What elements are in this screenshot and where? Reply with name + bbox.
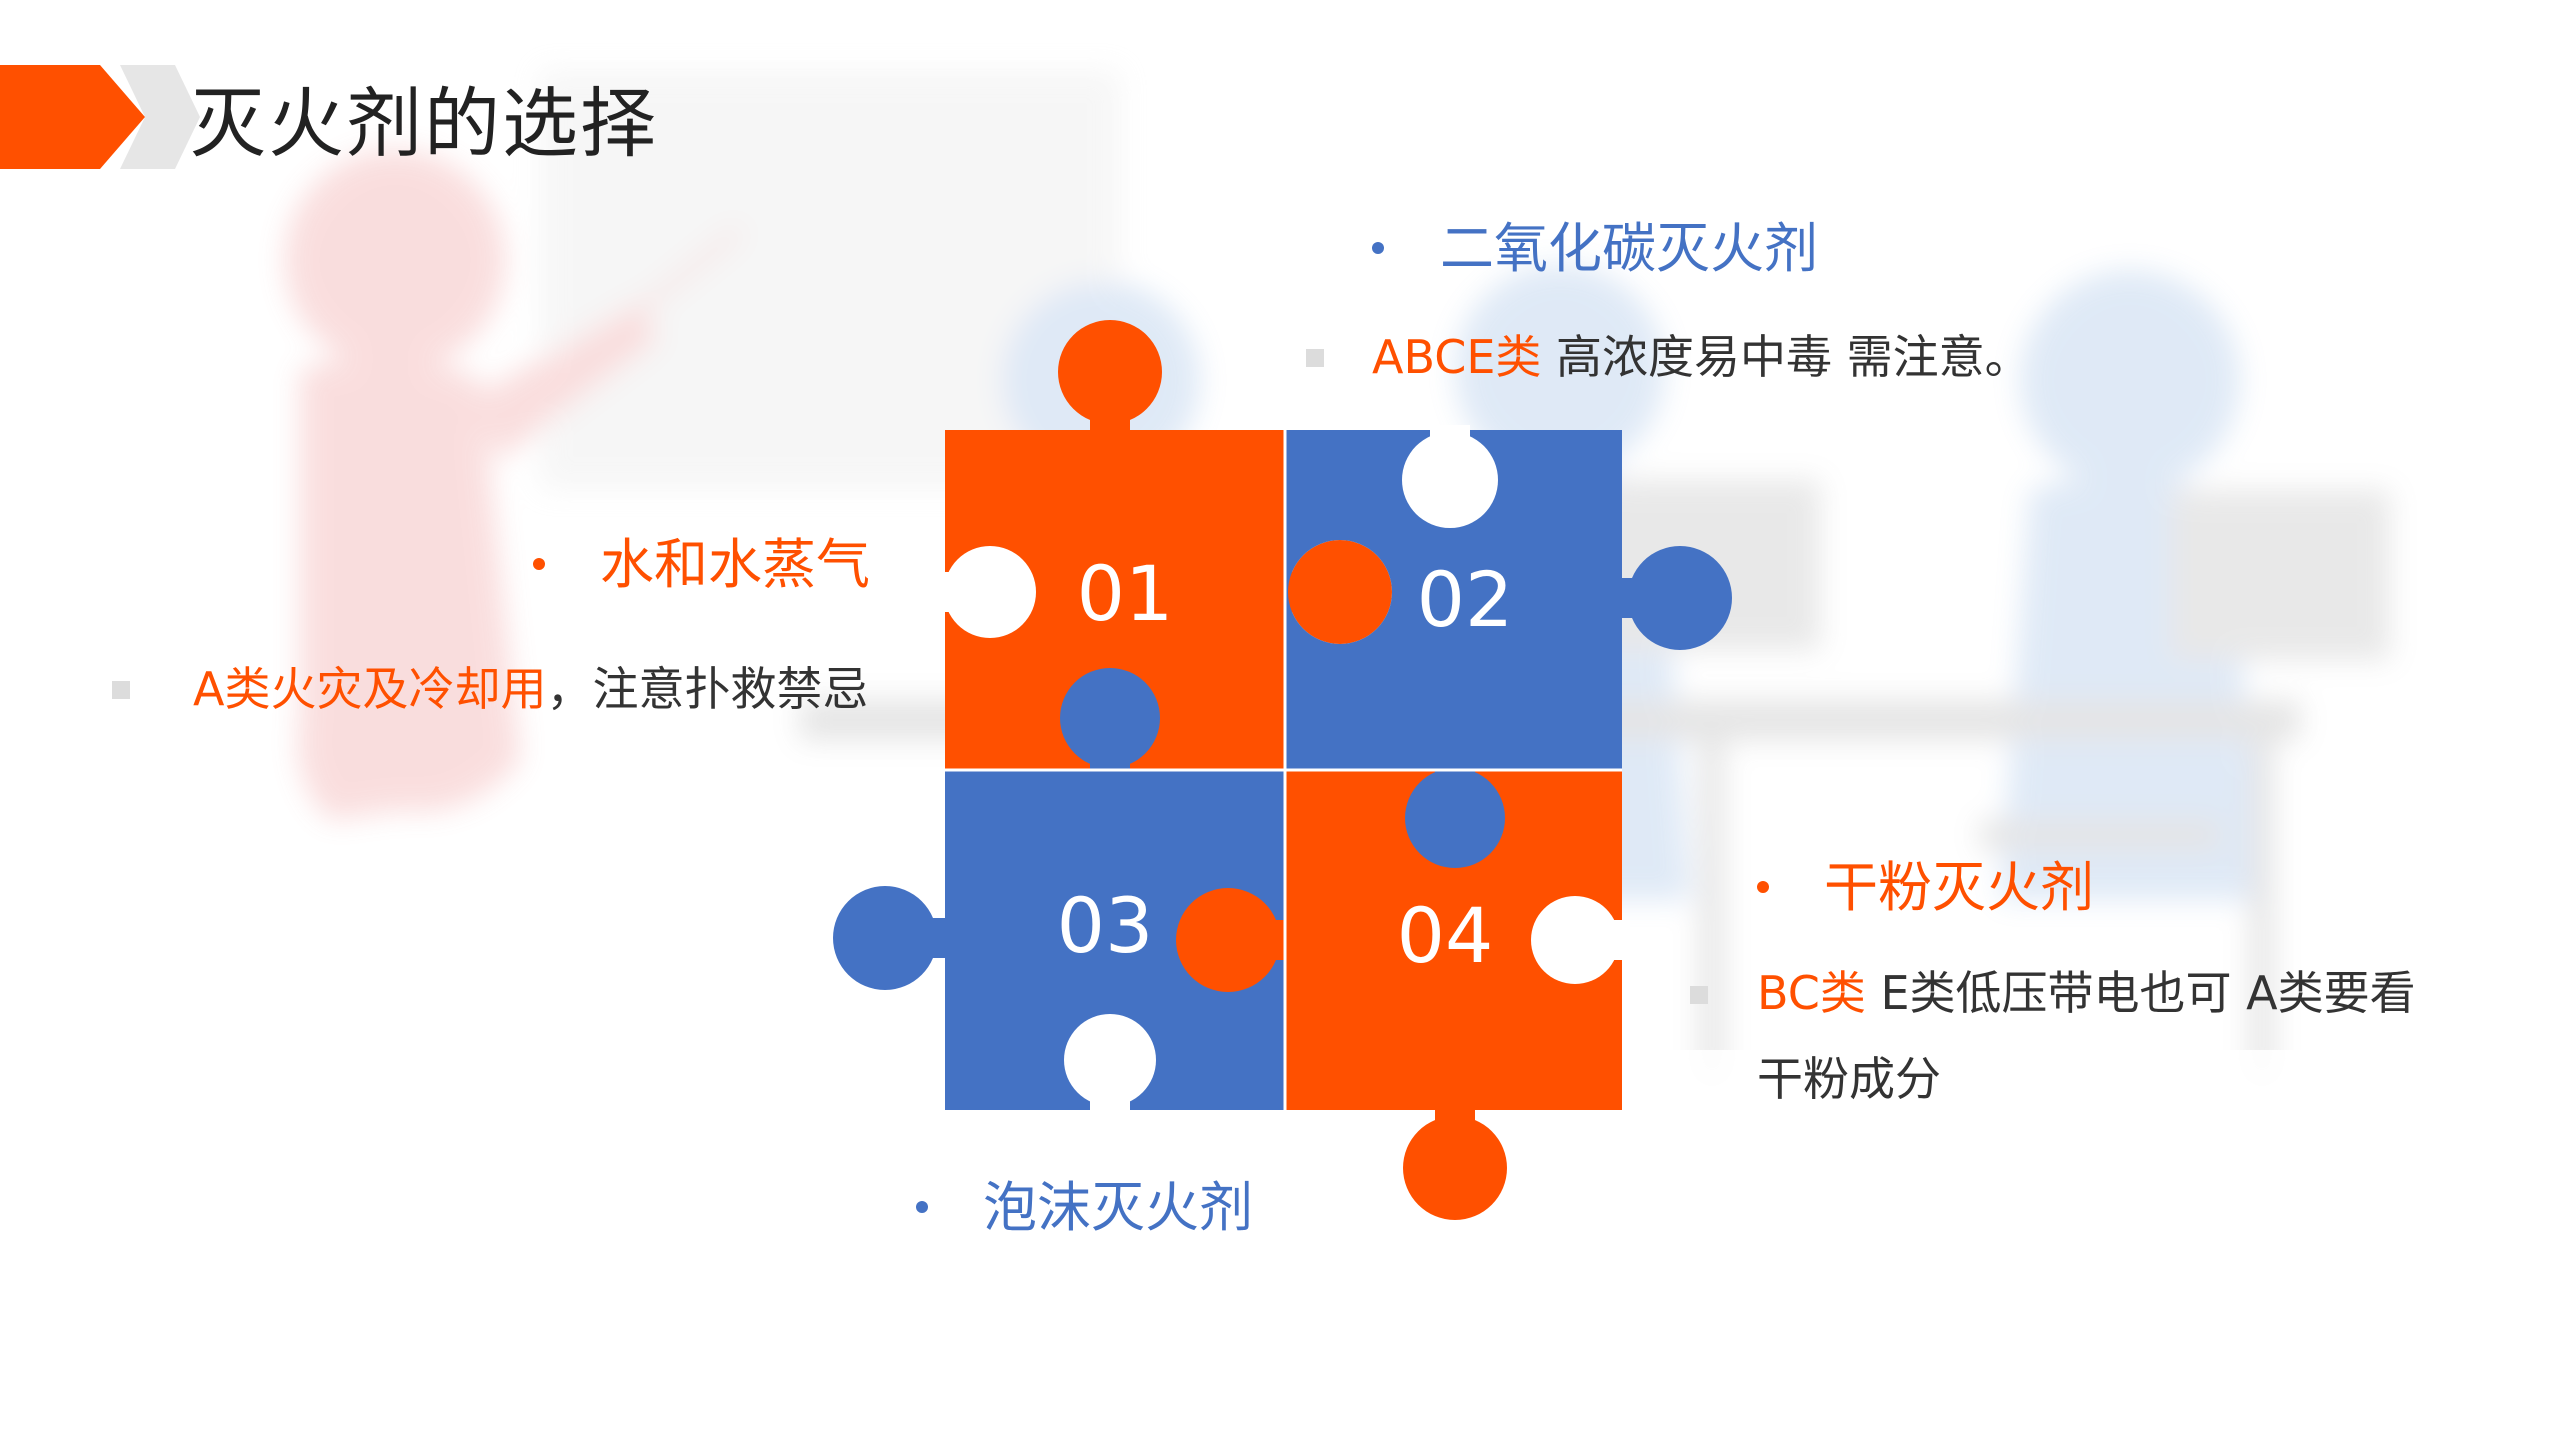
bullet-dot-icon	[1372, 242, 1384, 254]
puzzle-number-02: 02	[1417, 555, 1514, 644]
page-title: 灭火剂的选择	[190, 79, 658, 168]
bullet-square-icon	[1690, 986, 1708, 1004]
puzzle-number-01: 01	[1077, 549, 1174, 638]
puzzle-number-03: 03	[1057, 881, 1154, 970]
bullet-square-icon	[112, 681, 130, 699]
puzzle-number-04: 04	[1397, 891, 1494, 980]
callout-water-desc-rest: ，注意扑救禁忌	[546, 662, 869, 716]
bullet-dot-icon	[1757, 881, 1769, 893]
callout-co2-desc: ABCE类 高浓度易中毒 需注意。	[1372, 314, 2031, 400]
callout-powder-heading: 干粉灭火剂	[1824, 856, 2094, 919]
callout-water-desc-highlight: A类火灾及冷却用	[193, 662, 547, 716]
callout-powder-desc-highlight: BC类	[1757, 966, 1866, 1020]
callout-powder-desc: BC类 E类低压带电也可 A类要看干粉成分	[1757, 950, 2417, 1122]
callout-water-heading: 水和水蒸气	[600, 533, 870, 596]
callout-water-desc: A类火灾及冷却用，注意扑救禁忌	[193, 646, 868, 732]
puzzle-piece-04: 04	[1176, 765, 1630, 1220]
callout-co2-heading: 二氧化碳灭火剂	[1440, 217, 1818, 280]
bullet-square-icon	[1306, 349, 1324, 367]
callout-co2-desc-rest: 高浓度易中毒 需注意。	[1541, 330, 2031, 384]
puzzle-piece-02: 02	[1285, 425, 1732, 770]
bullet-dot-icon	[916, 1201, 928, 1213]
title-chevron	[0, 65, 200, 169]
callout-foam-heading: 泡沫灭火剂	[983, 1176, 1253, 1239]
bullet-dot-icon	[533, 558, 545, 570]
callout-powder-desc-rest: E类低压带电也可 A类要看干粉成分	[1757, 966, 2416, 1106]
callout-co2-desc-highlight: ABCE类	[1372, 330, 1542, 384]
